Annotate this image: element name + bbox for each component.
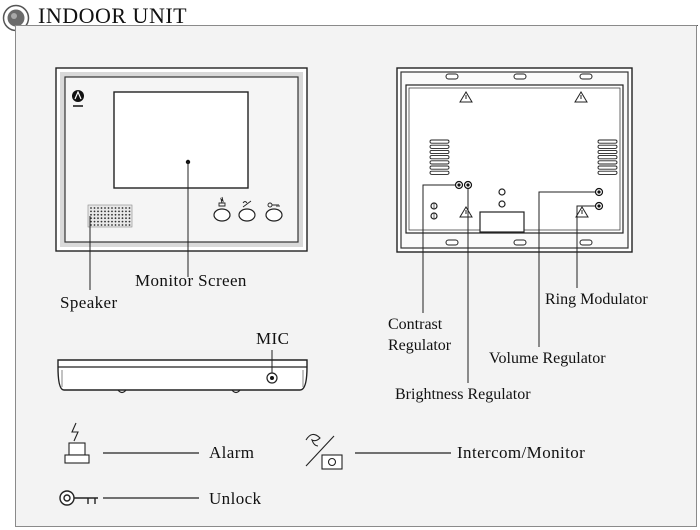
side-view-unit [57,350,308,394]
contrast-regulator-label-line1: Contrast [388,316,443,333]
contrast-regulator-label-line2: Regulator [388,337,452,354]
key-icon [59,490,98,506]
page-title: INDOOR UNIT [38,3,188,28]
alarm-lamp-icon [64,422,90,464]
volume-regulator-label: Volume Regulator [489,350,606,367]
alarm-label: Alarm [209,443,255,462]
title-badge-icon [2,4,30,32]
front-view-unit [55,67,308,290]
intercom-monitor-label: Intercom/Monitor [457,443,586,462]
brightness-regulator-label: Brightness Regulator [395,386,531,403]
ring-modulator-label: Ring Modulator [545,291,648,308]
contrast-regulator-knob [454,180,464,190]
mic-label: MIC [256,329,290,348]
speaker-label: Speaker [60,293,118,312]
back-view-unit [396,67,633,383]
front-buttons [213,196,283,222]
speaker-grille [87,204,133,228]
volume-regulator-knob [594,187,604,197]
unlock-label: Unlock [209,489,262,508]
legend-drawing [59,422,451,506]
ring-modulator-knob [594,201,604,211]
monitor-screen-label: Monitor Screen [135,271,247,290]
intercom-monitor-icon [305,433,343,470]
brightness-regulator-knob [463,180,473,190]
brand-logo-icon [72,90,84,107]
